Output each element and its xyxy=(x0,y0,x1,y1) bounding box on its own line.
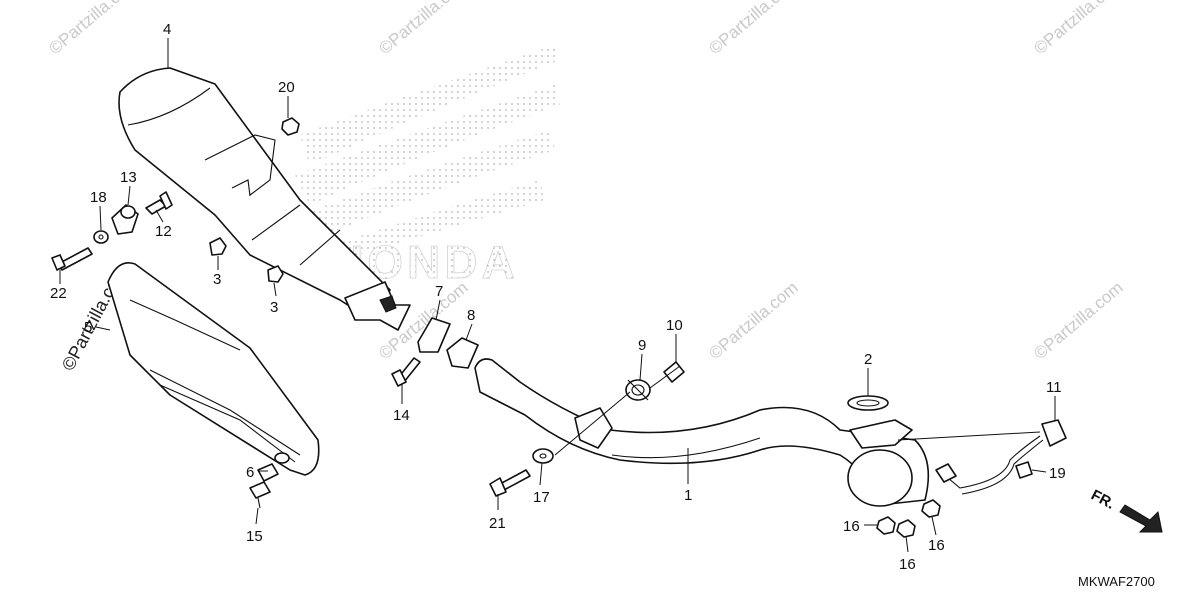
nut-part-16-right[interactable] xyxy=(921,499,941,518)
front-direction-indicator: FR. xyxy=(1088,487,1163,533)
bolt-part-10[interactable] xyxy=(663,361,685,383)
washer-part-17[interactable] xyxy=(532,448,554,464)
callout-label: 16 xyxy=(928,537,945,554)
callout-label: 22 xyxy=(50,285,67,302)
callout-labels: 4 20 13 18 12 3 3 22 5 7 8 10 9 2 11 14 … xyxy=(50,21,1066,573)
front-direction-label: FR. xyxy=(1088,487,1117,513)
heat-protector-part-5[interactable] xyxy=(107,262,320,476)
callout-label: 8 xyxy=(467,307,475,324)
nut-part-16-left[interactable] xyxy=(876,516,896,535)
callout-label: 14 xyxy=(393,407,410,424)
watermark-text: ©Partzilla.com xyxy=(705,278,801,363)
watermark-text: ©Partzilla.com xyxy=(1030,0,1126,58)
callout-label: 16 xyxy=(843,518,860,535)
nut-part-20[interactable] xyxy=(281,117,300,136)
grommet-part-3-upper[interactable] xyxy=(209,237,227,256)
callout-label: 7 xyxy=(435,283,443,300)
callout-label: 3 xyxy=(270,299,278,316)
bolt-part-22[interactable] xyxy=(51,247,93,271)
callout-label: 9 xyxy=(638,337,646,354)
bolt-part-21[interactable] xyxy=(489,469,531,497)
callout-label: 20 xyxy=(278,79,295,96)
leader-lines xyxy=(59,38,1056,553)
callout-label: 16 xyxy=(899,556,916,573)
callout-label: 19 xyxy=(1049,465,1066,482)
clip-part-19[interactable] xyxy=(1015,461,1033,479)
screw-part-15[interactable] xyxy=(249,481,271,509)
watermark-text: ©Partzilla.com xyxy=(375,0,471,58)
callout-label: 21 xyxy=(489,515,506,532)
grommet-part-3-lower[interactable] xyxy=(267,265,284,283)
callout-label: 13 xyxy=(120,169,137,186)
callout-label: 11 xyxy=(1046,379,1062,396)
callout-label: 4 xyxy=(163,21,171,38)
callout-label: 15 xyxy=(246,528,263,545)
callout-label: 12 xyxy=(155,223,172,240)
callout-label: 5 xyxy=(84,319,92,336)
bolt-part-14[interactable] xyxy=(391,357,421,387)
diagram-code: MKWAF2700 xyxy=(1078,574,1155,589)
bolt-part-12[interactable] xyxy=(145,191,173,215)
exhaust-pipe-part-1[interactable] xyxy=(474,358,930,507)
watermark-text: ©Partzilla.com xyxy=(705,0,801,58)
watermark-text: ©Partzilla.com xyxy=(1030,278,1126,363)
callout-label: 18 xyxy=(90,189,107,206)
collar-part-6[interactable] xyxy=(257,463,279,482)
gasket-part-2[interactable] xyxy=(847,395,889,411)
watermark-text: ©Partzilla.com xyxy=(45,0,141,58)
callout-label: 17 xyxy=(533,489,550,506)
collar-part-13[interactable] xyxy=(111,204,139,235)
clamp-part-9[interactable] xyxy=(625,379,651,401)
callout-label: 10 xyxy=(666,317,683,334)
callout-label: 1 xyxy=(684,487,692,504)
callout-label: 2 xyxy=(864,351,872,368)
nut-part-16-middle[interactable] xyxy=(896,519,916,538)
callout-label: 3 xyxy=(213,271,221,288)
o2-sensor-part-11[interactable] xyxy=(935,419,1067,495)
gasket-part-8[interactable] xyxy=(446,337,479,369)
callout-label: 6 xyxy=(246,464,254,481)
muffler-part-4[interactable] xyxy=(118,67,411,331)
gasket-part-7[interactable] xyxy=(417,317,451,353)
washer-part-18[interactable] xyxy=(93,230,109,244)
honda-wing-watermark: HONDA xyxy=(295,45,560,288)
